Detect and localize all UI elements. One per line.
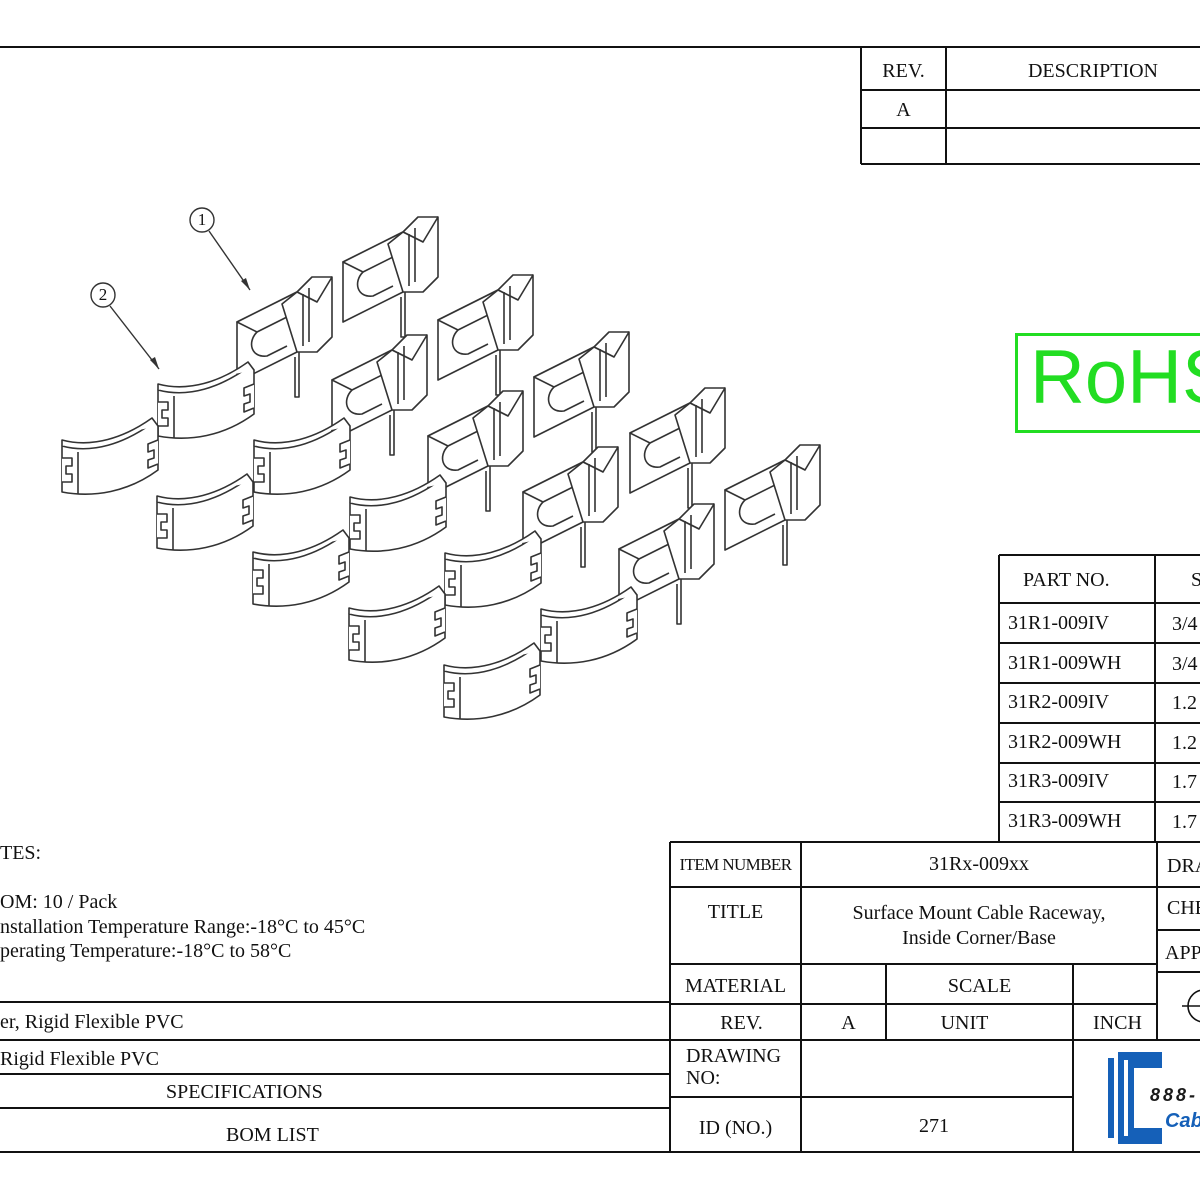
parts-row-size: 1.7 [1172,771,1197,793]
parts-row-part-no: 31R3-009IV [1008,770,1110,792]
parts-row-part-no: 31R2-009WH [1008,731,1122,753]
rohs-badge: RoHS [1015,333,1200,433]
bom-list-label: BOM LIST [226,1124,319,1146]
drawing-no-label-line-2: NO: [686,1067,721,1089]
projection-symbol [1182,989,1200,1023]
revision-block-lines [860,47,1200,165]
checked-label: CHE [1167,897,1200,919]
parts-row-part-no: 31R3-009WH [1008,810,1122,832]
parts-row-size: 3/4 [1172,613,1198,635]
scale-label: SCALE [947,975,1012,997]
rohs-text: RoHS [1030,335,1200,420]
parts-row-size: 1.2 [1172,732,1197,754]
notes-line-3: perating Temperature:-18°C to 58°C [0,940,292,962]
bom-row-1: er, Rigid Flexible PVC [0,1011,184,1033]
logo-company-name: Cab [1165,1110,1200,1132]
parts-row-part-no: 31R2-009IV [1008,691,1110,713]
title-line-1: Surface Mount Cable Raceway, [852,902,1106,924]
rev-label: REV. [720,1012,763,1034]
notes-line-2: nstallation Temperature Range:-18°C to 4… [0,916,366,938]
drawing-no-label-line-1: DRAWING [686,1045,782,1067]
logo-phone-number: 888- [1150,1085,1199,1105]
rev-header: REV. [882,60,925,82]
balloon-1: 1 [197,210,207,229]
parts-row-size: 1.7 [1172,811,1197,833]
title-block-lines [0,841,1200,1153]
balloon-leaders [90,207,251,370]
title-rev-value: A [841,1012,856,1034]
unit-label: UNIT [940,1012,989,1034]
rev-value: A [896,99,911,121]
item-number-value: 31Rx-009xx [929,853,1029,875]
notes-heading: TES: [0,842,42,864]
approved-label: APP [1165,942,1200,964]
notes-line-1: OM: 10 / Pack [0,891,118,913]
parts-header-part-no: PART NO. [1023,569,1110,591]
parts-row-part-no: 31R1-009IV [1008,612,1110,634]
parts-header-size: S [1191,569,1200,591]
parts-row-part-no: 31R1-009WH [1008,652,1122,674]
bom-row-2: Rigid Flexible PVC [0,1048,159,1070]
unit-value: INCH [1093,1012,1142,1034]
id-label: ID (NO.) [698,1117,773,1139]
title-line-2: Inside Corner/Base [902,927,1056,949]
balloon-2: 2 [98,285,108,304]
title-label: TITLE [707,901,764,923]
parts-row-size: 1.2 [1172,692,1197,714]
parts-row-size: 3/4 [1172,653,1198,675]
specifications-label: SPECIFICATIONS [166,1081,323,1103]
company-logo-mark [1108,1052,1162,1144]
isometric-parts-view [61,216,821,720]
parts-table-lines [998,554,1200,842]
id-value: 271 [919,1115,949,1137]
description-header: DESCRIPTION [1027,60,1158,82]
item-number-label: ITEM NUMBER [679,855,793,874]
drawn-label: DRA [1167,855,1200,877]
bom-list-lines [0,1001,670,1109]
material-label: MATERIAL [684,975,787,997]
